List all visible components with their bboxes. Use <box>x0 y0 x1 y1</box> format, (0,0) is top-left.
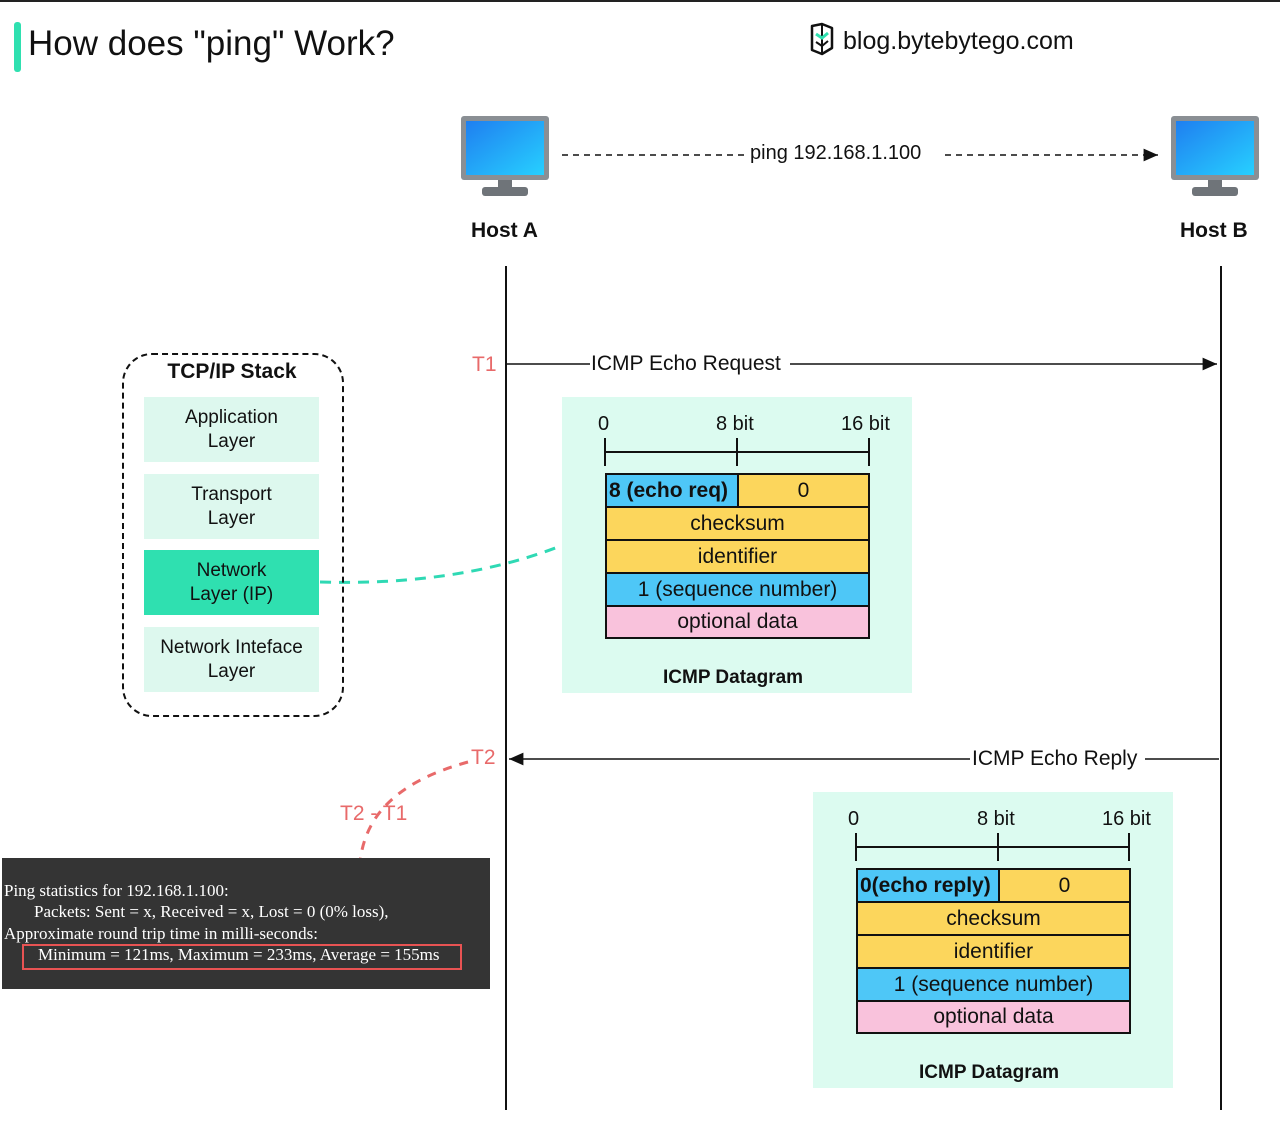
reply-code-field: 0 <box>998 868 1131 903</box>
reply-scale-8bit: 8 bit <box>977 808 1015 830</box>
host-b-lifeline <box>1220 266 1222 1110</box>
request-bit-ruler <box>604 438 870 466</box>
reply-bit-ruler <box>855 833 1130 861</box>
reply-checksum-field: checksum <box>856 901 1131 936</box>
bytebytego-logo-icon <box>810 22 834 56</box>
host-b-label: Host B <box>1180 219 1248 242</box>
t2-minus-t1-label: T2 - T1 <box>340 802 408 825</box>
console-line-rtt-header: Approximate round trip time in milli-sec… <box>4 924 318 943</box>
request-scale-8bit: 8 bit <box>716 413 754 435</box>
reply-type-field: 0(echo reply) <box>856 868 1000 903</box>
rtt-highlight-box <box>22 944 462 970</box>
console-line-rtt-values: Minimum = 121ms, Maximum = 233ms, Averag… <box>38 945 440 964</box>
request-datagram-caption: ICMP Datagram <box>663 667 804 688</box>
request-checksum-field: checksum <box>605 506 870 541</box>
title-accent-bar <box>14 22 21 72</box>
request-identifier-field: identifier <box>605 539 870 574</box>
layer-line1: Application <box>185 406 278 428</box>
request-scale-16bit: 16 bit <box>841 413 890 435</box>
layer-line1: Network <box>196 559 267 581</box>
tcpip-stack-title: TCP/IP Stack <box>167 360 297 383</box>
reply-optional-field: optional data <box>856 1000 1131 1034</box>
request-scale-0: 0 <box>598 413 610 435</box>
request-sequence-field: 1 (sequence number) <box>605 572 870 607</box>
layer-line1: Transport <box>191 483 272 505</box>
ping-command-label: ping 192.168.1.100 <box>750 142 922 164</box>
host-a-label: Host A <box>471 219 538 242</box>
network-layer-connector <box>319 543 564 584</box>
tcpip-stack-frame <box>122 353 344 717</box>
reply-identifier-field: identifier <box>856 934 1131 969</box>
host-a-lifeline <box>505 266 507 1110</box>
request-optional-field: optional data <box>605 605 870 639</box>
host-a-monitor-icon <box>461 116 549 196</box>
echo-request-label: ICMP Echo Request <box>591 352 781 375</box>
reply-scale-16bit: 16 bit <box>1102 808 1151 830</box>
console-line-packets: Packets: Sent = x, Received = x, Lost = … <box>34 902 389 921</box>
reply-datagram-caption: ICMP Datagram <box>919 1062 1060 1083</box>
top-border <box>0 0 1280 2</box>
ping-console-output: Ping statistics for 192.168.1.100: Packe… <box>2 858 490 989</box>
request-type-field: 8 (echo req) <box>605 473 739 508</box>
reply-scale-0: 0 <box>848 808 860 830</box>
echo-reply-label: ICMP Echo Reply <box>972 747 1138 770</box>
request-code-field: 0 <box>737 473 870 508</box>
layer-line2: Layer <box>207 507 256 529</box>
host-b-monitor-icon <box>1171 116 1259 196</box>
layer-line1: Network Inteface <box>160 636 303 658</box>
brand-url: blog.bytebytego.com <box>843 27 1074 55</box>
page-title: How does "ping" Work? <box>28 24 395 63</box>
reply-sequence-field: 1 (sequence number) <box>856 967 1131 1002</box>
t2-label: T2 <box>471 746 496 769</box>
layer-line2: Layer <box>207 660 256 682</box>
console-line-stats-header: Ping statistics for 192.168.1.100: <box>4 881 229 900</box>
layer-line2: Layer (IP) <box>189 583 274 605</box>
layer-line2: Layer <box>207 430 256 452</box>
t1-label: T1 <box>472 353 497 376</box>
